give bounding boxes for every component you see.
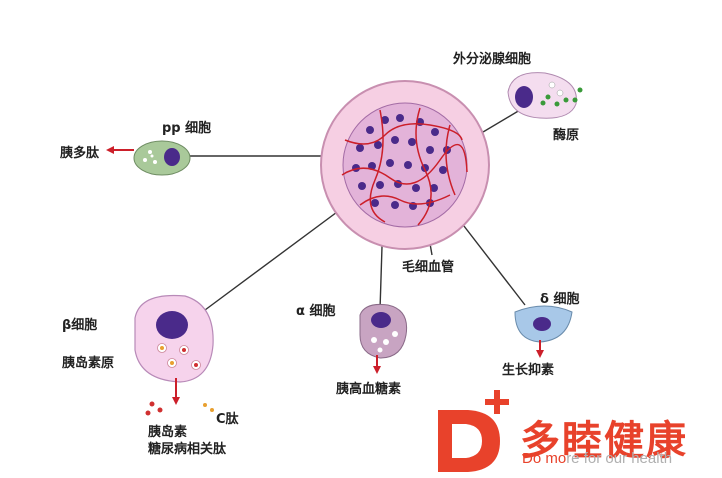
pp-cell <box>133 140 191 176</box>
beta-cell <box>134 294 214 383</box>
exocrine-cell <box>507 72 583 119</box>
secretion-dots <box>145 401 214 416</box>
pancreatic-islet <box>320 80 490 250</box>
brand-slogan: Do more for our health <box>522 450 672 467</box>
somatostatin-label: 生长抑素 <box>502 363 555 378</box>
delta-cell-label: δ 细胞 <box>540 292 580 307</box>
capillary-label: 毛细血管 <box>402 260 455 275</box>
alpha-cell-label: α 细胞 <box>296 304 336 319</box>
slogan-prefix: Do mo <box>522 450 567 467</box>
zymogen-label: 酶原 <box>553 128 580 143</box>
pancreatic-polypeptide-label: 胰多肽 <box>60 146 100 161</box>
brand-logo-mark <box>438 390 509 472</box>
delta-cell <box>514 305 573 343</box>
beta-cell-label: β细胞 <box>62 318 98 333</box>
diabetes-peptide-label: 糖尿病相关肽 <box>148 442 227 457</box>
c-peptide-label: C肽 <box>216 412 239 427</box>
slogan-suffix: re for our health <box>566 450 673 467</box>
alpha-arrow <box>373 355 381 374</box>
beta-arrow <box>172 378 180 405</box>
pp-arrow <box>106 146 134 154</box>
proinsulin-label: 胰岛素原 <box>62 356 115 371</box>
delta-arrow <box>536 340 544 358</box>
exocrine-cell-label: 外分泌腺细胞 <box>453 52 532 67</box>
insulin-label: 胰岛素 <box>148 425 188 440</box>
pp-cell-label: pp 细胞 <box>162 121 212 136</box>
glucagon-label: 胰高血糖素 <box>336 382 402 397</box>
alpha-cell <box>359 304 408 359</box>
brand-name: 多睦健康 <box>520 418 688 464</box>
